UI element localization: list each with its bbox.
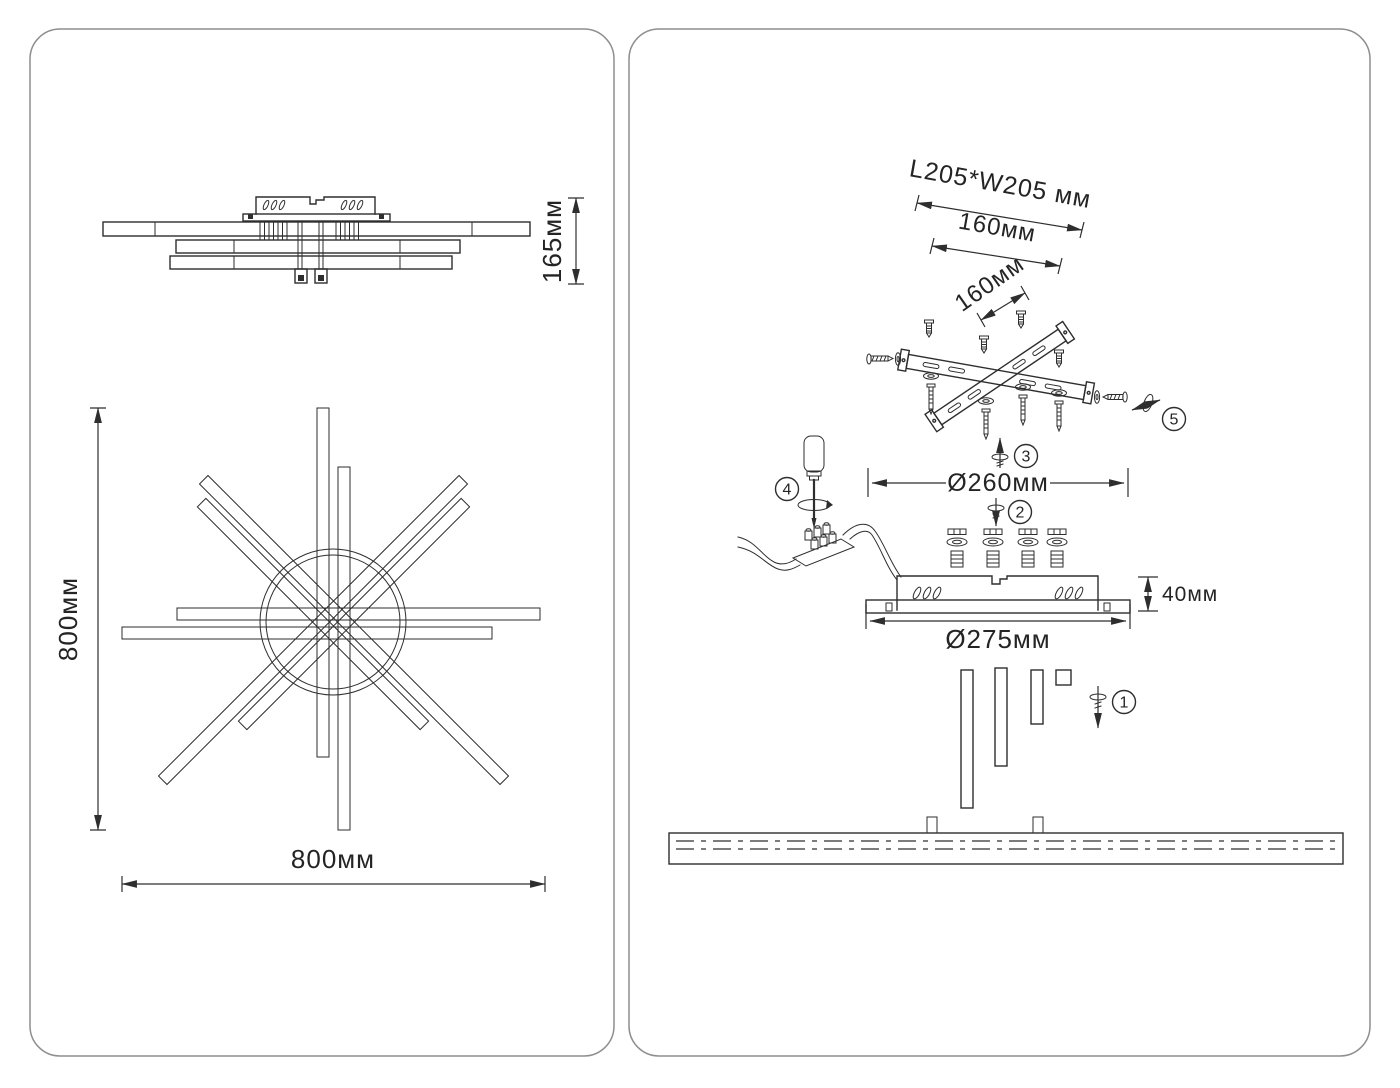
rotate-direction-icon-5 bbox=[1131, 393, 1161, 413]
plate-clip-left bbox=[248, 214, 253, 219]
side-screw-left-icon bbox=[866, 352, 902, 366]
turn-screw-down-icon-1 bbox=[1089, 686, 1107, 729]
canopy-clip-right bbox=[1103, 602, 1111, 612]
connector-left bbox=[294, 268, 308, 284]
plan-width-label: 800мм bbox=[291, 844, 375, 874]
dim-width-800-horizontal: 800мм bbox=[121, 844, 546, 892]
bar-part-cap bbox=[1055, 669, 1072, 686]
fixture-side-view bbox=[102, 196, 531, 284]
step-badge-5: 5 bbox=[1161, 406, 1187, 432]
canopy-vent-slots bbox=[912, 586, 1084, 600]
svg-text:2: 2 bbox=[1016, 505, 1025, 522]
ring-inner-label: Ø260мм bbox=[947, 469, 1049, 497]
center-ring-inner bbox=[265, 554, 401, 690]
support-rods bbox=[259, 220, 359, 270]
bar-tab-right bbox=[1032, 816, 1044, 834]
bar-vertical-1 bbox=[316, 407, 330, 758]
vent-slots-icon bbox=[262, 199, 364, 211]
step-badge-4: 4 bbox=[774, 476, 800, 502]
step-badge-3: 3 bbox=[1013, 443, 1039, 469]
assembled-light-bar bbox=[668, 832, 1344, 865]
light-bar-middle bbox=[175, 239, 461, 254]
bar-tab-left bbox=[926, 816, 938, 834]
nut-washer-spacer-stacks bbox=[946, 528, 1068, 568]
terminal-block-icon bbox=[791, 522, 856, 567]
ring-outer-label: Ø275мм bbox=[945, 624, 1050, 654]
screw-icons bbox=[926, 383, 1064, 441]
supply-wires bbox=[737, 523, 902, 581]
bar-vertical-2 bbox=[337, 466, 351, 831]
bracket-arm-b bbox=[924, 320, 1076, 433]
bar-diagonal-ne-1 bbox=[157, 474, 469, 786]
dim-height-165: 165мм bbox=[537, 197, 584, 285]
svg-text:3: 3 bbox=[1022, 449, 1031, 466]
side-screw-right-icon bbox=[1093, 390, 1128, 404]
left-panel-frame bbox=[29, 28, 615, 1057]
light-bar-bottom bbox=[169, 255, 453, 270]
bar-diagonal-se-2 bbox=[196, 497, 430, 731]
canopy-box bbox=[896, 575, 1099, 611]
dim-canopy-height: 40мм bbox=[1138, 576, 1218, 612]
bar-part-medium bbox=[994, 667, 1008, 767]
connector-right bbox=[314, 268, 328, 284]
side-height-label: 165мм bbox=[537, 199, 567, 283]
right-panel-frame bbox=[628, 28, 1371, 1057]
dim-ring-inner: Ø260мм bbox=[867, 468, 1129, 497]
step-badge-2: 2 bbox=[1007, 499, 1033, 525]
mounting-cross-assembly: 5 3 bbox=[866, 310, 1187, 469]
mounting-plate bbox=[242, 213, 391, 222]
svg-text:4: 4 bbox=[783, 482, 792, 499]
dim-width-800-vertical: 800мм bbox=[53, 407, 106, 831]
center-ring-outer bbox=[259, 548, 407, 696]
driver-box bbox=[255, 196, 376, 215]
canopy-height-label: 40мм bbox=[1162, 583, 1218, 606]
fixture-plan-view bbox=[121, 407, 541, 831]
canopy-clip-left bbox=[885, 602, 893, 612]
svg-text:1: 1 bbox=[1120, 695, 1129, 712]
light-bar-parts: 1 bbox=[668, 667, 1344, 865]
bar-diagonal-ne-2 bbox=[237, 497, 471, 731]
bar-part-short bbox=[1030, 669, 1044, 725]
bar-horizontal-1 bbox=[176, 607, 541, 621]
turn-screw-down-icon-2 bbox=[987, 498, 1005, 527]
star-bars bbox=[121, 407, 541, 831]
svg-text:5: 5 bbox=[1170, 412, 1179, 429]
screwdriver-icon bbox=[797, 435, 833, 529]
turn-screw-up-icon-3 bbox=[991, 437, 1009, 468]
plate-clip-right bbox=[379, 214, 384, 219]
wall-anchor-icons bbox=[924, 310, 1064, 368]
bar-diagonal-se-1 bbox=[198, 474, 510, 786]
wiring-step: 4 bbox=[737, 435, 902, 581]
bar-part-long bbox=[960, 669, 974, 809]
light-bar-top bbox=[102, 221, 531, 237]
washer-icons bbox=[923, 372, 1067, 405]
plan-height-label: 800мм bbox=[53, 577, 83, 661]
step-badge-1: 1 bbox=[1111, 689, 1137, 715]
dim-ring-outer: Ø275мм bbox=[865, 604, 1131, 654]
